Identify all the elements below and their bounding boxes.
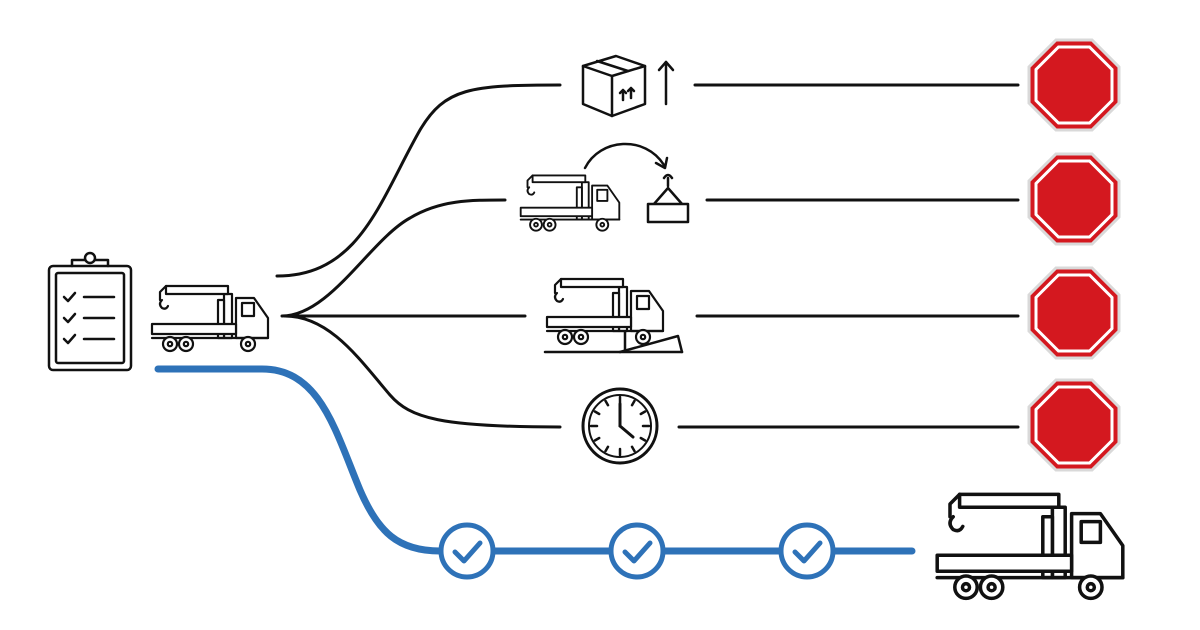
check-circle-icon [781, 525, 833, 577]
stop-sign-icon [1027, 38, 1121, 132]
crane-truck-icon [935, 492, 1125, 601]
truck-on-ramp-icon [543, 277, 684, 354]
box-lift-up-icon [581, 54, 675, 118]
stop-sign-icon [1027, 378, 1121, 472]
route-line-4 [283, 314, 562, 429]
stop-sign-icon [1027, 152, 1121, 246]
clipboard-checklist-icon [47, 251, 133, 372]
blocked-routes [275, 83, 1020, 429]
check-circle-icon [611, 525, 663, 577]
route-line-2 [280, 198, 507, 318]
crane-swing-load-icon [519, 142, 690, 232]
stop-sign-icon [1027, 266, 1121, 360]
check-circle-icon [441, 525, 493, 577]
clock-icon [581, 387, 659, 465]
crane-truck-icon [150, 284, 270, 353]
route-line-1 [275, 83, 562, 278]
approved-route-line [154, 365, 916, 555]
